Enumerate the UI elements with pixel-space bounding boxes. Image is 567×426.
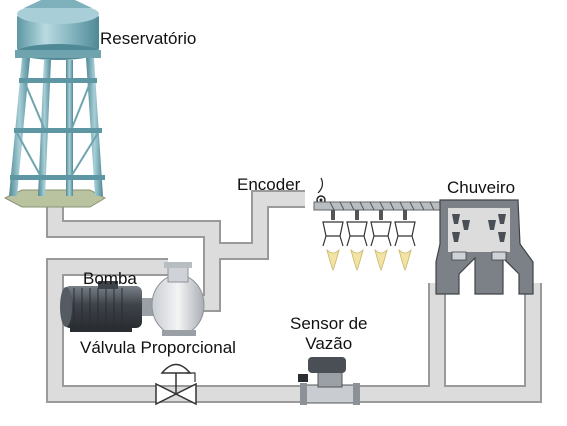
spray-nozzle-icon	[394, 210, 416, 272]
spray-nozzle-icon	[346, 210, 368, 272]
flow-sensor-icon	[298, 357, 360, 405]
reservatorio-label: Reservatório	[100, 29, 197, 48]
water-tower-icon	[3, 0, 107, 208]
spray-nozzle-icon	[370, 210, 392, 272]
valvula-label: Válvula Proporcional	[80, 338, 236, 357]
pump-motor-icon	[60, 262, 205, 336]
bomba-label: Bomba	[83, 269, 137, 288]
proportional-valve-icon	[155, 363, 197, 406]
spray-nozzle-icon	[322, 210, 344, 272]
chuveiro-label: Chuveiro	[447, 178, 516, 197]
sensor-label-line2: Vazão	[305, 333, 353, 353]
shower-chamber-icon	[435, 199, 534, 295]
encoder-label: Encoder	[237, 175, 301, 194]
pipe-network	[46, 190, 542, 403]
sensor-label-line1: Sensor de	[290, 314, 368, 333]
encoder-icon	[316, 177, 326, 205]
sensor-label: Sensor de Vazão	[290, 314, 368, 353]
spray-rail	[313, 201, 443, 211]
